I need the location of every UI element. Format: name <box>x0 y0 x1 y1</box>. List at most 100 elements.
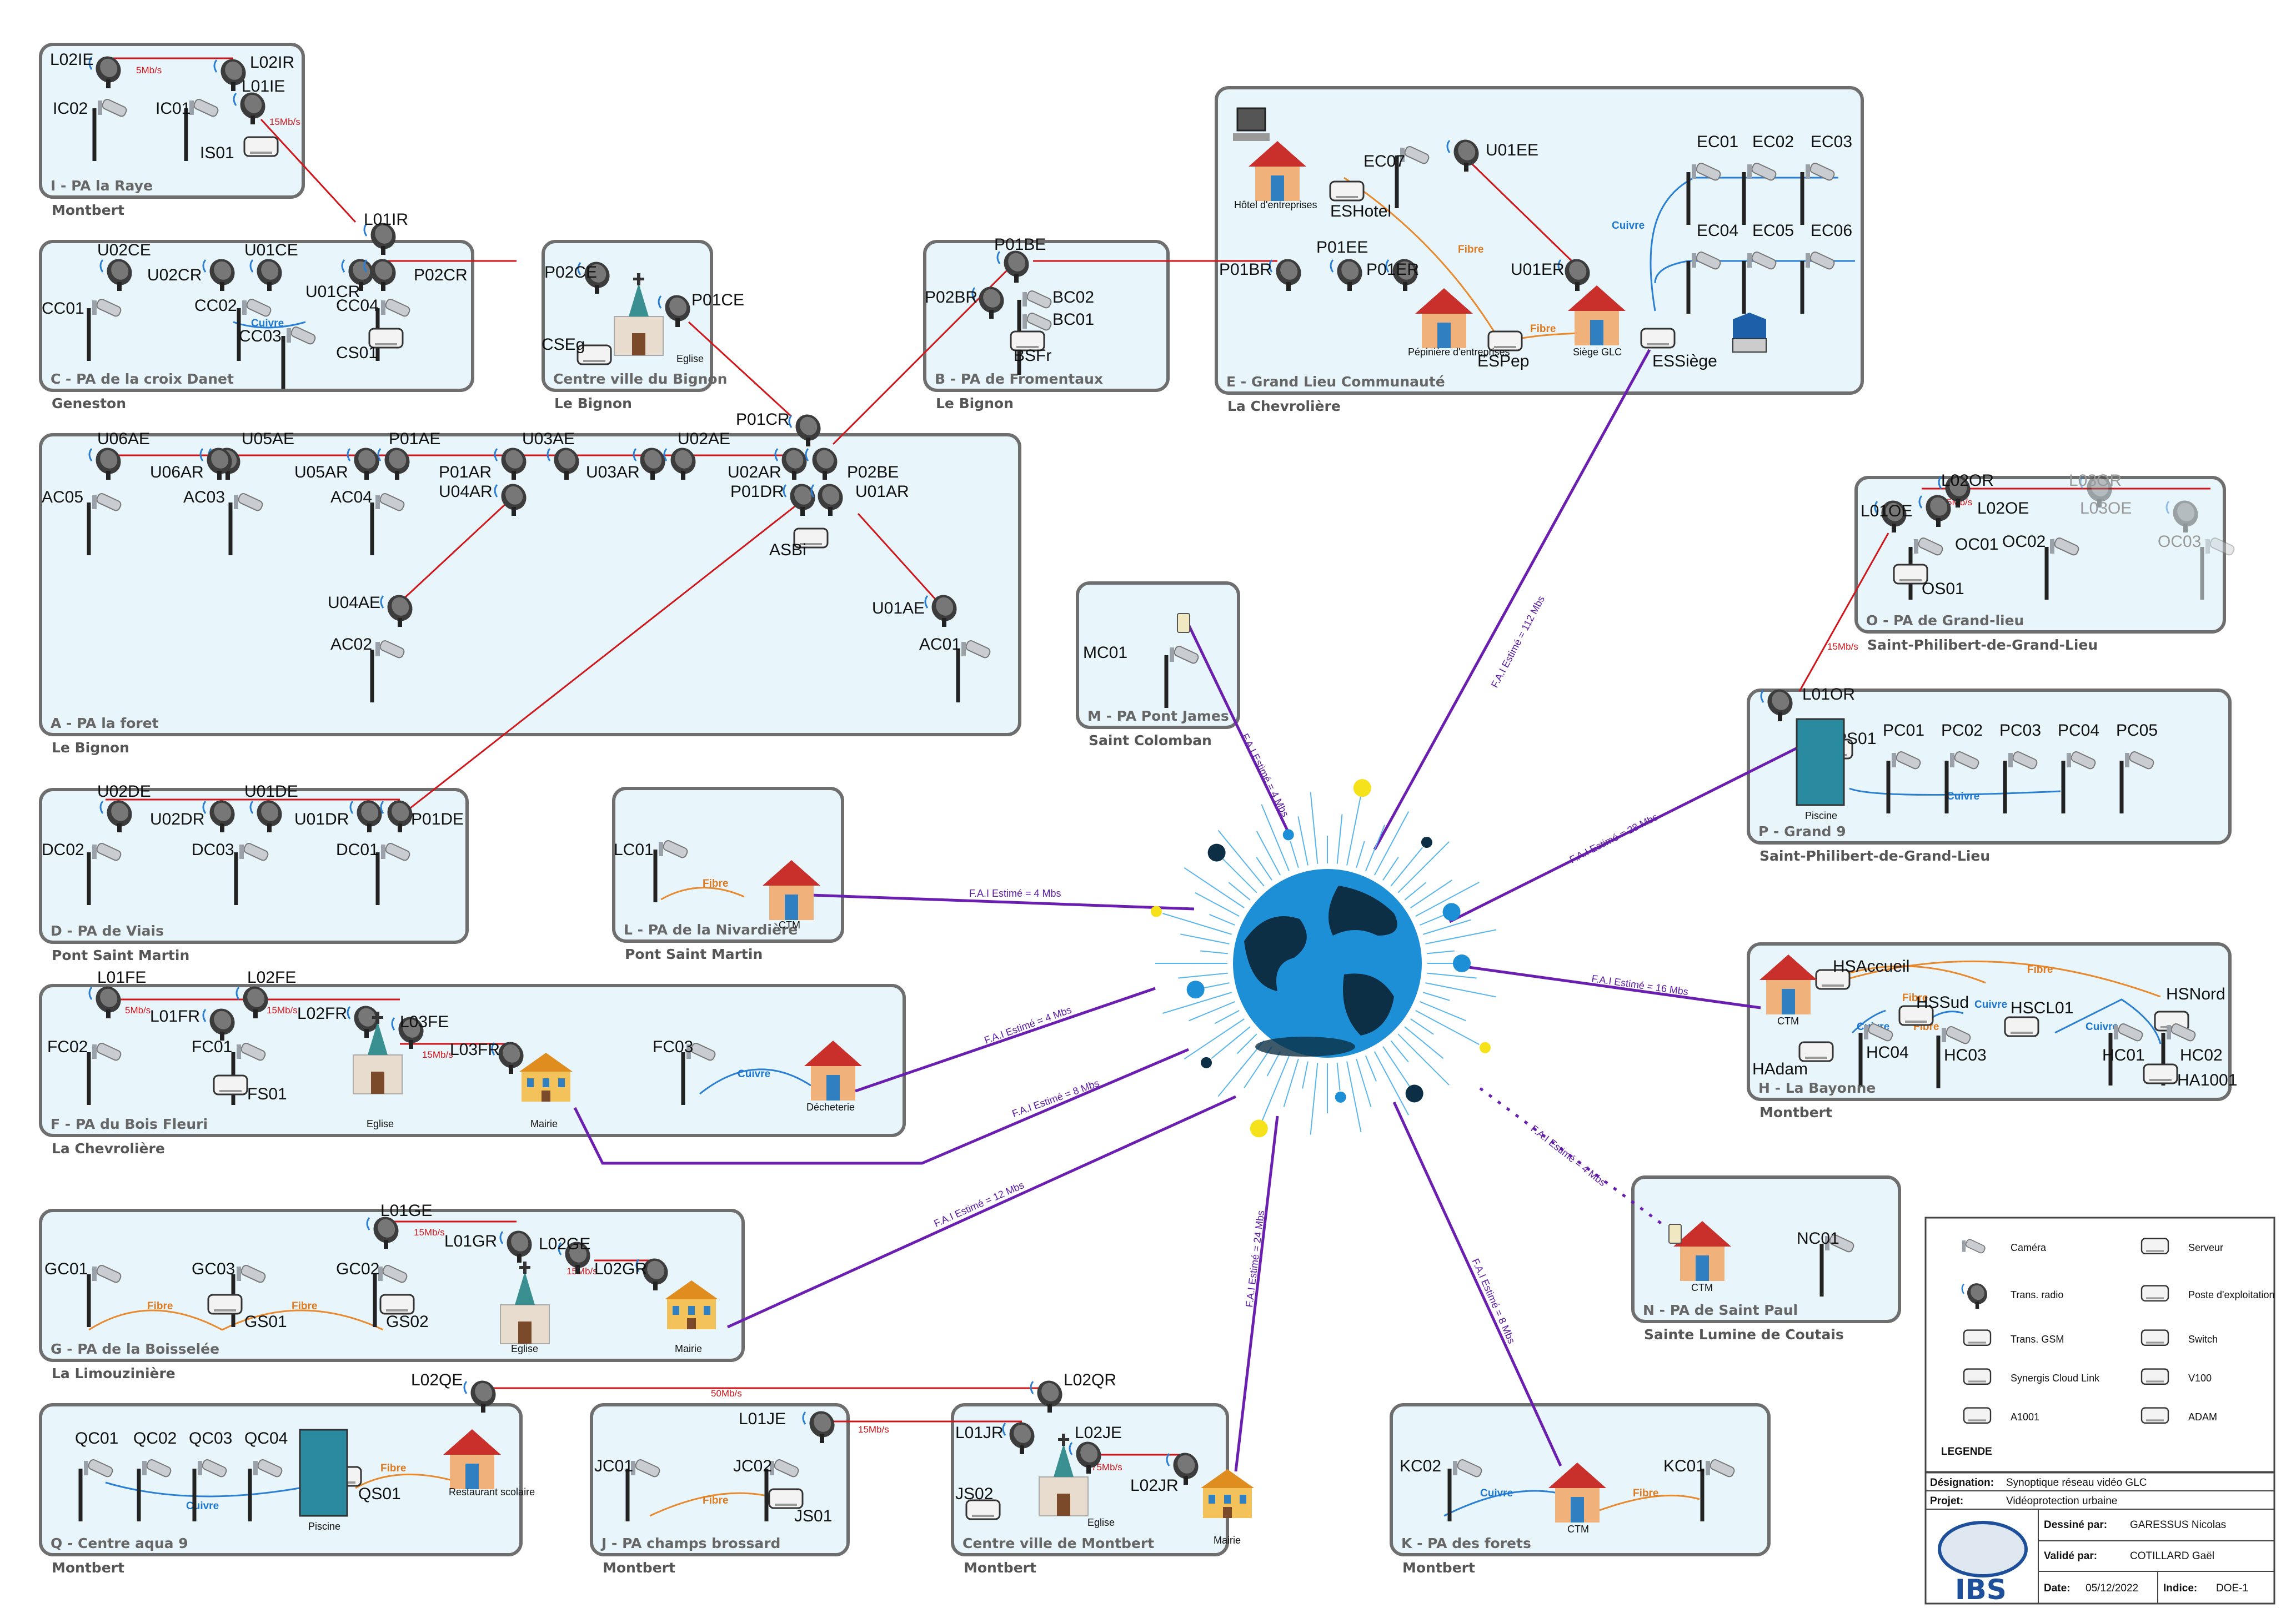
label-u02ae: U02AE <box>678 430 730 448</box>
oc02-camera-icon <box>2044 536 2081 600</box>
label-l02qe: L02QE <box>411 1371 463 1389</box>
dc03-camera-icon <box>234 841 270 905</box>
legend-label-4: Trans. GSM <box>2011 1334 2064 1345</box>
qc01-camera-icon <box>78 1458 114 1521</box>
label-u04ar: U04AR <box>439 483 493 501</box>
hscl01-switch-icon <box>2004 1016 2039 1037</box>
label-lc01: LC01 <box>614 841 654 859</box>
rate-15-f: 15Mb/s <box>267 1005 298 1016</box>
label-l02jr: L02JR <box>1130 1476 1179 1495</box>
fai-label-G: F.A.I Estimé = 12 Mbs <box>932 1179 1026 1229</box>
label-fc03: FC03 <box>653 1038 693 1056</box>
legend-label-5: Switch <box>2188 1334 2218 1345</box>
pc02-camera-icon <box>1944 750 1981 813</box>
label-u05ae: U05AE <box>242 430 294 448</box>
label-cc03: CC03 <box>239 327 282 345</box>
bldg-eglise-g: Eglise <box>511 1343 538 1354</box>
ac01-camera-icon <box>956 639 992 702</box>
hc03-camera-icon <box>1936 1024 1972 1088</box>
zone-city-I: Montbert <box>52 202 124 218</box>
lc01-camera-icon <box>653 838 689 902</box>
zone-B <box>923 240 1170 392</box>
label-p02ce: P02CE <box>544 263 597 282</box>
rate-15-o: 15Mb/s <box>1827 641 1858 652</box>
label-espep: ESPep <box>1477 352 1529 370</box>
label-hadam: HAdam <box>1752 1060 1808 1078</box>
fai-label-CVM: F.A.I Estimé = 24 Mbs <box>1244 1210 1266 1308</box>
bldg-piscine-p: Piscine <box>1805 810 1837 821</box>
projet-value: Vidéoprotection urbaine <box>2006 1495 2117 1507</box>
zone-title-N: N - PA de Saint Paul <box>1643 1302 1798 1318</box>
ac05-camera-icon <box>87 491 123 555</box>
legend-icon-5 <box>2140 1329 2169 1346</box>
legend-label-1: Serveur <box>2188 1242 2223 1253</box>
fibre-j: Fibre <box>703 1495 728 1506</box>
cuivre-h3: Cuivre <box>2086 1021 2118 1033</box>
label-l02ie: L02IE <box>50 51 93 69</box>
bldg-piscine-q: Piscine <box>308 1521 340 1532</box>
label-u01ce: U01CE <box>244 241 298 259</box>
hc04-camera-icon <box>1858 1022 1894 1086</box>
label-l01fe: L01FE <box>97 968 146 987</box>
legend-icon-1 <box>2140 1238 2169 1255</box>
ac02-camera-icon <box>370 639 406 702</box>
label-essiege: ESSiège <box>1652 352 1717 370</box>
nc01-camera-icon <box>1819 1233 1856 1297</box>
label-ec07: EC07 <box>1363 152 1405 170</box>
zone-city-J: Montbert <box>603 1560 675 1576</box>
rate-15-f2: 15Mb/s <box>422 1049 453 1060</box>
label-p01be: P01BE <box>994 235 1046 254</box>
label-hsnord: HSNord <box>2166 985 2225 1003</box>
label-ac04: AC04 <box>330 488 372 506</box>
zone-P <box>1747 689 2232 845</box>
mc01-camera-icon <box>1164 644 1200 708</box>
label-cc02: CC02 <box>194 297 237 315</box>
label-ha1001: HA1001 <box>2177 1071 2237 1089</box>
label-fc02: FC02 <box>47 1038 88 1056</box>
legend-icon-4 <box>1963 1329 1992 1346</box>
legend-label-9: ADAM <box>2188 1411 2217 1423</box>
dc01-camera-icon <box>375 841 412 905</box>
designation-value: Synoptique réseau vidéo GLC <box>2006 1477 2147 1489</box>
label-cseg: CSEg <box>542 335 585 354</box>
label-bc02: BC02 <box>1052 288 1094 306</box>
qc04-camera-icon <box>248 1458 284 1521</box>
rate-15: 15Mb/s <box>269 117 300 127</box>
label-ac01: AC01 <box>919 635 961 654</box>
label-is01: IS01 <box>200 144 234 162</box>
label-u01ee: U01EE <box>1486 141 1538 159</box>
zone-title-CVM: Centre ville de Montbert <box>962 1535 1154 1551</box>
bldg-eglise-b: Eglise <box>676 353 704 364</box>
label-u02cr: U02CR <box>147 266 202 284</box>
label-u01dr: U01DR <box>294 810 349 828</box>
label-u01de: U01DE <box>244 782 298 801</box>
label-gc01: GC01 <box>44 1260 88 1278</box>
zone-title-C: C - PA de la croix Danet <box>51 371 234 387</box>
label-ic02: IC02 <box>53 99 88 118</box>
bldg-ctm-h: CTM <box>1777 1016 1799 1027</box>
zone-M <box>1076 581 1240 729</box>
dessine-label: Dessiné par: <box>2044 1519 2107 1531</box>
fai-label-K: F.A.I Estimé = 8 Mbs <box>1470 1257 1517 1345</box>
label-l02ge: L02GE <box>539 1235 590 1253</box>
label-u02de: U02DE <box>97 782 151 801</box>
bldg-eglise-m: Eglise <box>1087 1517 1115 1528</box>
cuivre-p: Cuivre <box>1947 791 1979 802</box>
fibre-e1: Fibre <box>1458 244 1483 255</box>
label-js02: JS02 <box>955 1485 993 1503</box>
ec05-camera-icon <box>1742 250 1778 314</box>
legend-icon-6 <box>1963 1368 1992 1385</box>
kc01-camera-icon <box>1700 1458 1736 1521</box>
rate-50: 50Mb/s <box>711 1388 742 1399</box>
js01-switch-icon <box>768 1488 804 1509</box>
indice-value: DOE-1 <box>2216 1582 2248 1594</box>
label-l02qr: L02QR <box>1064 1371 1116 1389</box>
projet-label: Projet: <box>1930 1495 1963 1507</box>
label-gs01: GS01 <box>244 1313 287 1331</box>
label-l01fr: L01FR <box>150 1007 200 1026</box>
label-l01jr: L01JR <box>955 1424 1004 1442</box>
zone-C <box>39 240 474 392</box>
label-p01ae: P01AE <box>389 430 440 448</box>
label-qc02: QC02 <box>133 1429 177 1448</box>
